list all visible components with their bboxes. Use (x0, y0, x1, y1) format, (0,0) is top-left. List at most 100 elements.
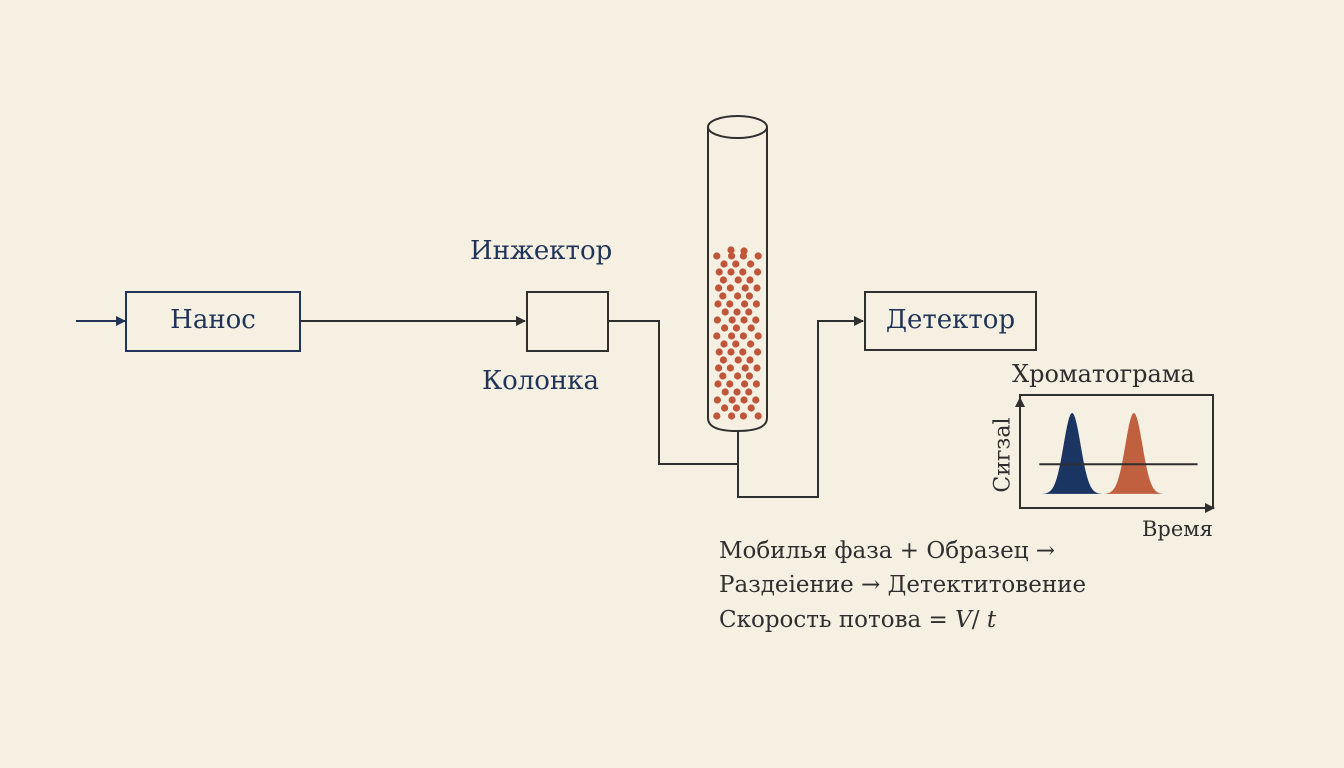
packing-particle (721, 404, 729, 412)
packing-particle (745, 292, 754, 300)
packing-particle (719, 356, 728, 364)
packing-particle (721, 308, 729, 316)
packing-particle (719, 292, 727, 300)
chromatogram-peak-2 (1101, 413, 1166, 494)
packing-particle (732, 260, 740, 268)
packing-particle (741, 364, 749, 372)
equation-line-2: Раздеіение → Детектитовение (719, 572, 1087, 598)
packing-particle (732, 404, 741, 412)
packing-particle (739, 332, 748, 340)
packing-particle (754, 348, 762, 356)
equation-volume-symbol: V (955, 607, 972, 633)
packing-particle (753, 364, 761, 372)
packing-particle (745, 372, 754, 380)
chromatogram-chart (1015, 394, 1215, 513)
packing-particle (741, 300, 749, 308)
packing-particle (713, 252, 721, 260)
packing-particle (719, 372, 727, 380)
chromatogram-peak-1 (1040, 413, 1105, 494)
chromatogram-y-label: Сигзаl (990, 417, 1016, 493)
equation-line-3: Скорость потова = V/ t (719, 607, 996, 633)
packing-particle (726, 284, 735, 292)
column-to-detector-pipe (737, 316, 864, 498)
packing-particle (752, 396, 760, 404)
detector-label: Детектор (885, 305, 1016, 335)
packing-particle (747, 340, 755, 348)
packing-particle (727, 246, 735, 254)
packing-particle (739, 268, 747, 276)
packing-particle (715, 364, 723, 372)
packing-particle (754, 252, 762, 260)
column-label: Колонка (482, 366, 600, 396)
chromatogram-x-label: Время (1142, 517, 1213, 541)
packing-particle (728, 412, 736, 420)
packing-particle (739, 412, 748, 420)
packing-particle (721, 324, 729, 332)
packing-particle (719, 276, 728, 284)
packing-particle (733, 308, 741, 316)
packing-particle (752, 316, 760, 324)
packing-particle (754, 332, 762, 340)
packing-particle (726, 364, 735, 372)
packing-particle (734, 292, 742, 300)
packing-particle (715, 268, 723, 276)
packing-particle (747, 324, 755, 332)
column-packing-particles (713, 246, 762, 420)
packing-particle (713, 396, 722, 404)
column-tube (707, 115, 768, 433)
equation-line-3-text: Скорость потова = (719, 607, 956, 633)
packing-particle (727, 348, 735, 356)
packing-particle (752, 300, 761, 308)
packing-particle (728, 316, 736, 324)
source-label: Нанос (170, 305, 256, 335)
packing-particle (728, 332, 736, 340)
packing-particle (739, 348, 747, 356)
packing-particle (732, 324, 741, 332)
packing-particle (753, 284, 761, 292)
injector-to-column-pipe (608, 320, 738, 465)
packing-particle (745, 308, 753, 316)
chromatogram-title: Хроматограма (1012, 360, 1195, 388)
injector-label: Инжектор (470, 236, 613, 266)
packing-particle (732, 340, 740, 348)
packing-particle (715, 348, 723, 356)
packing-particle (734, 356, 742, 364)
packing-particle (740, 396, 748, 404)
packing-particle (713, 332, 721, 340)
equation-divider: / (971, 607, 987, 633)
packing-particle (752, 380, 761, 388)
packing-particle (740, 316, 748, 324)
packing-particle (746, 356, 754, 364)
packing-particle (734, 372, 742, 380)
packing-particle (720, 340, 728, 348)
packing-particle (727, 268, 735, 276)
detector-box (864, 291, 1037, 351)
packing-particle (728, 396, 736, 404)
packing-particle (740, 247, 748, 255)
packing-particle (726, 380, 734, 388)
packing-particle (747, 404, 755, 412)
injector-box (526, 291, 609, 352)
equation-time-symbol: t (986, 607, 997, 633)
packing-particle (720, 260, 728, 268)
packing-particle (747, 260, 755, 268)
packing-particle (741, 284, 749, 292)
packing-particle (733, 388, 741, 396)
packing-particle (726, 300, 734, 308)
packing-particle (754, 412, 762, 420)
packing-particle (728, 252, 736, 260)
packing-particle (715, 284, 723, 292)
packing-particle (734, 276, 742, 284)
packing-particle (746, 276, 754, 284)
packing-particle (714, 380, 722, 388)
packing-particle (745, 388, 753, 396)
packing-particle (754, 268, 762, 276)
equation-line-1: Мобилья фаза + Образец → (719, 538, 1056, 564)
packing-particle (713, 412, 721, 420)
packing-particle (713, 316, 722, 324)
packing-particle (714, 300, 722, 308)
packing-particle (741, 380, 749, 388)
packing-particle (721, 388, 729, 396)
